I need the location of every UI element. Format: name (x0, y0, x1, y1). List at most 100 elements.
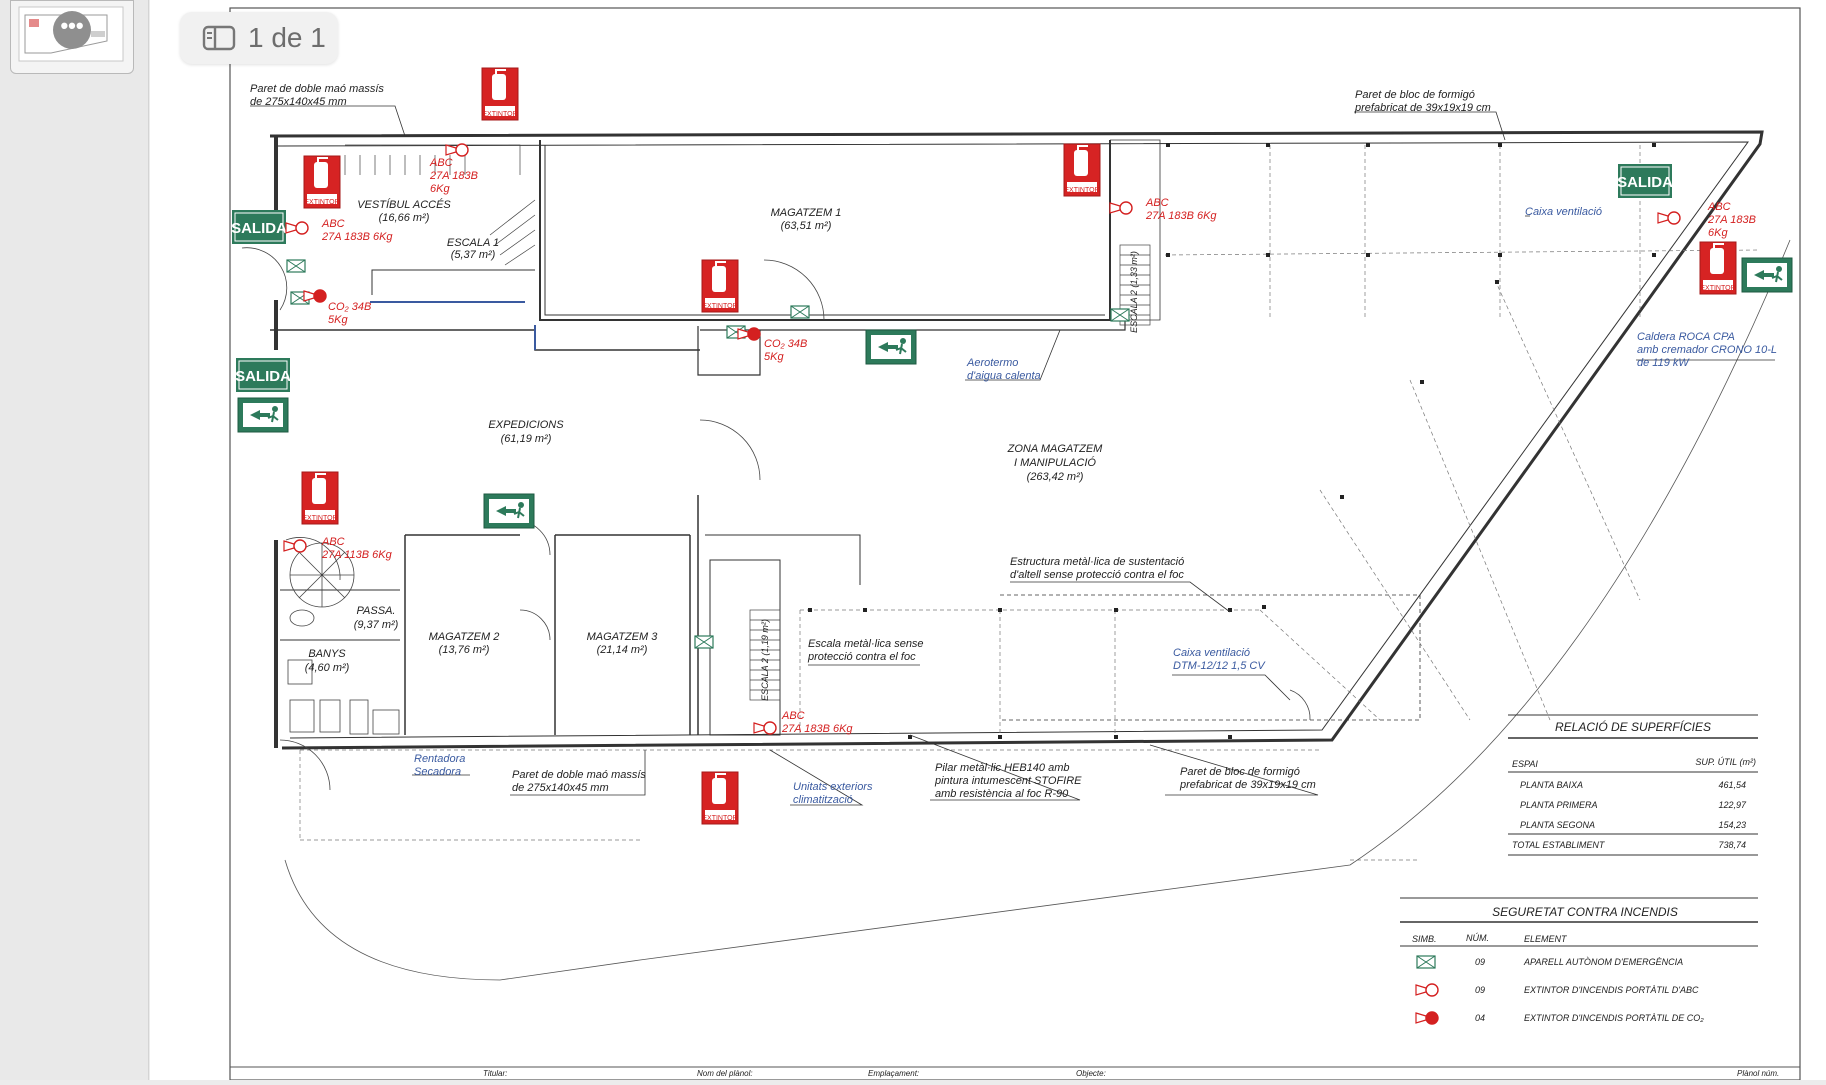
note-unitats-2: climatització (793, 794, 853, 806)
note-rentadora-2: Secadora (414, 766, 461, 778)
title-block-titular: Titular: (483, 1069, 507, 1078)
note-caixa-vent: Caixa ventilació (1525, 206, 1602, 218)
drawing-frame (229, 7, 1801, 1081)
room-expedicions-name: EXPEDICIONS (488, 419, 564, 431)
fire-row-2-element: EXTINTOR D'INCENDIS PORTÀTIL D'ABC (1524, 985, 1699, 995)
note-pilar-2: pintura intumescent STOFIRE (934, 775, 1082, 787)
door-swings (241, 247, 1311, 791)
page-indicator-pill[interactable]: 1 de 1 (180, 12, 338, 64)
fire-col-element: ELEMENT (1524, 934, 1568, 944)
note-caldera-1: Caldera ROCA CPA (1637, 331, 1735, 343)
note-caldera-3: de 119 kW (1637, 357, 1690, 369)
surfaces-row-4-name: TOTAL ESTABLIMENT (1512, 840, 1606, 850)
emergency-lights (286, 259, 1130, 649)
thumbnail-sidebar: ••• (0, 0, 149, 1080)
surfaces-col-espai: ESPAI (1512, 759, 1538, 769)
note-rentadora-1: Rentadora (414, 753, 465, 765)
salida-sign-1: SALIDA (231, 220, 287, 237)
note-estructura-1: Estructura metàl·lica de sustentació (1010, 556, 1184, 568)
room-expedicions-area: (61,19 m²) (501, 433, 552, 445)
more-options-button[interactable]: ••• (53, 11, 91, 49)
title-block-planol-num: Plànol núm. (1737, 1069, 1779, 1078)
ext-abc1-l1: ABC (429, 157, 453, 169)
surfaces-col-sup: SUP. ÚTIL (m²) (1695, 757, 1756, 767)
note-bloc-top-1: Paret de bloc de formigó (1355, 89, 1475, 101)
title-block-nom-planol: Nom del plànol: (697, 1069, 753, 1078)
site-boundary (284, 239, 1791, 981)
surfaces-row-2-value: 122,97 (1718, 800, 1747, 810)
extintor-sign-label-6: EXTINTOR (302, 515, 337, 522)
note-bloc-bottom-1: Paret de bloc de formigó (1180, 766, 1300, 778)
title-block: Titular: Nom del plànol: Emplaçament: Ob… (483, 1069, 1779, 1078)
note-aerotermo-1: Aerotermo (966, 357, 1018, 369)
ext-co2a-l1: CO₂ 34B (328, 301, 371, 313)
note-aerotermo-2: d'aigua calenta (967, 370, 1041, 382)
pdf-page: Titular: Nom del plànol: Emplaçament: Ob… (150, 0, 1826, 1081)
annotations: Paret de doble maó massís de 275x140x45 … (250, 83, 1777, 806)
room-vestibul-name: VESTÍBUL ACCÉS (357, 198, 451, 211)
ext-abc4-l2: 27A 183B (1707, 214, 1756, 226)
room-magatzem2-name: MAGATZEM 2 (429, 631, 500, 643)
ext-abc1-l3: 6Kg (430, 183, 450, 195)
room-escala2b-label: ESCALA 2 (1,19 m²) (760, 619, 770, 701)
room-escala2-label: ESCALA 2 (1,33 m²) (1129, 251, 1139, 333)
surfaces-row-3-name: PLANTA SEGONA (1520, 820, 1595, 830)
room-vestibul-area: (16,66 m²) (379, 212, 430, 224)
surfaces-row-4-value: 738,74 (1718, 840, 1746, 850)
note-estructura-2: d'altell sense protecció contra el foc (1010, 569, 1184, 581)
floor-plan-drawing: Titular: Nom del plànol: Emplaçament: Ob… (229, 7, 1801, 1081)
fire-col-num: NÚM. (1466, 933, 1489, 943)
note-unitats-1: Unitats exteriors (793, 781, 873, 793)
ext-abc2-l1: ABC (321, 218, 345, 230)
surfaces-row-1-value: 461,54 (1718, 780, 1746, 790)
building-walls (269, 130, 1764, 750)
note-paret-bottom-2: de 275x140x45 mm (512, 782, 609, 794)
surfaces-title: RELACIÓ DE SUPERFÍCIES (1555, 719, 1711, 734)
title-block-objecte: Objecte: (1076, 1069, 1106, 1078)
ext-abc1-l2: 27A 183B (429, 170, 478, 182)
surfaces-row-2-name: PLANTA PRIMERA (1520, 800, 1598, 810)
ext-abc4-l1: ABC (1707, 201, 1731, 213)
note-paret-bottom-1: Paret de doble maó massís (512, 769, 646, 781)
fire-row-1-element: APARELL AUTÒNOM D'EMERGÈNCIA (1523, 957, 1683, 967)
extintor-sign-label-3: EXTINTOR (702, 303, 737, 310)
room-zona-name2: I MANIPULACIÓ (1014, 456, 1096, 469)
surfaces-row-1-name: PLANTA BAIXA (1520, 780, 1583, 790)
room-passa-area: (9,37 m²) (354, 619, 399, 631)
fire-row-2-num: 09 (1475, 985, 1485, 995)
note-paret-top-2: de 275x140x45 mm (250, 96, 347, 108)
room-banys-area: (4,60 m²) (305, 662, 350, 674)
page-thumbnail[interactable]: ••• (10, 0, 134, 74)
room-magatzem1-area: (63,51 m²) (781, 220, 832, 232)
note-pilar-3: amb resistència al foc R-90 (935, 788, 1069, 800)
ext-abc3-l2: 27A 183B 6Kg (1145, 210, 1217, 222)
ext-abc6-l2: 27A 183B 6Kg (781, 723, 853, 735)
sidebar-toggle-icon[interactable] (202, 24, 236, 52)
fire-row-3-num: 04 (1475, 1013, 1485, 1023)
ext-abc4-l3: 6Kg (1708, 227, 1728, 239)
ext-abc5-l2: 27A 113B 6Kg (321, 549, 393, 561)
note-paret-top-1: Paret de doble maó massís (250, 83, 384, 95)
spiral-stair (289, 542, 355, 608)
room-magatzem2-area: (13,76 m²) (439, 644, 490, 656)
note-caixa-vent2-1: Caixa ventilació (1173, 647, 1250, 659)
bathroom-fixtures (287, 609, 400, 735)
room-labels: VESTÍBUL ACCÉS (16,66 m²) ESCALA 1 (5,37… (305, 198, 1139, 701)
ext-co2b-l1: CO₂ 34B (764, 338, 807, 350)
note-pilar-1: Pilar metàl·lic HEB140 amb (935, 762, 1070, 774)
extintor-sign-label-1: EXTINTOR (482, 111, 517, 118)
extintor-sign-label-5: EXTINTOR (1700, 285, 1735, 292)
surfaces-row-3-value: 154,23 (1718, 820, 1746, 830)
room-escala1-area: (5,37 m²) (451, 249, 496, 261)
note-caixa-vent2-2: DTM-12/12 1,5 CV (1173, 660, 1266, 672)
room-banys-name: BANYS (308, 648, 346, 660)
title-block-emplacament: Emplaçament: (868, 1069, 919, 1078)
note-bloc-bottom-2: prefabricat de 39x19x19 cm (1179, 779, 1316, 791)
ext-abc2-l2: 27A 183B 6Kg (321, 231, 393, 243)
room-zona-name: ZONA MAGATZEM (1007, 443, 1104, 455)
ext-co2b-l2: 5Kg (764, 351, 784, 363)
fire-safety-table: SEGURETAT CONTRA INCENDIS SIMB. NÚM. ELE… (1400, 897, 1758, 1025)
stair-escala1 (344, 144, 536, 266)
room-magatzem3-name: MAGATZEM 3 (587, 631, 659, 643)
extintor-sign-label-4: EXTINTOR (1064, 187, 1099, 194)
